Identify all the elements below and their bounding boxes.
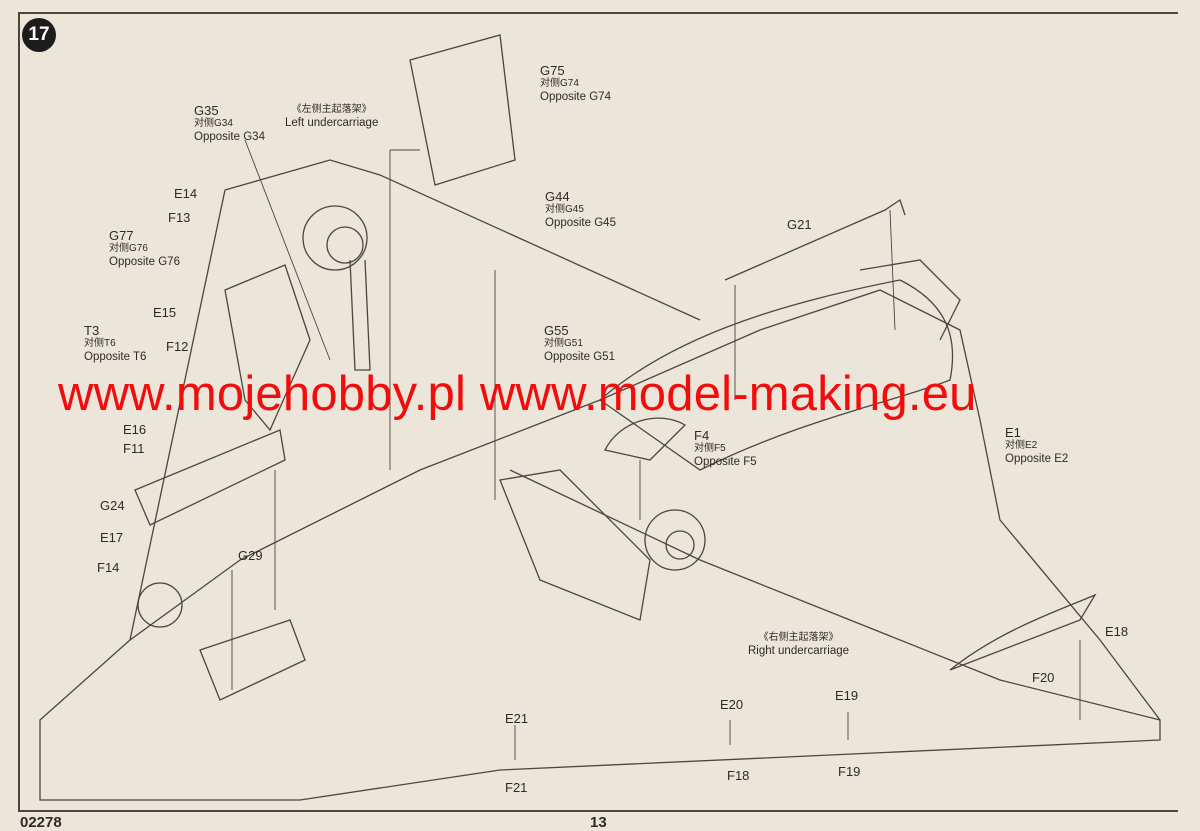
bay-right: [499, 469, 651, 621]
label-e20: E20: [720, 697, 744, 712]
door-g24: [134, 429, 286, 526]
label-e16: E16: [123, 422, 147, 437]
left-wheel: [302, 205, 368, 271]
part-number: G44: [545, 189, 570, 204]
part-opposite-cn: 对侧G45: [545, 204, 584, 215]
caption-cn: 《左侧主起落架》: [291, 104, 372, 115]
label-e14: E14: [174, 186, 198, 201]
part-opposite: Opposite G74: [540, 91, 611, 103]
door-g75: [409, 34, 516, 186]
page-frame: [18, 12, 1178, 812]
part-opposite: Opposite G76: [109, 256, 180, 268]
part-opposite: Opposite T6: [84, 351, 147, 363]
part-number: E1: [1005, 425, 1021, 440]
part-opposite-cn: 对侧E2: [1005, 440, 1038, 451]
caption-en: Left undercarriage: [285, 117, 379, 129]
label-f12: F12: [166, 339, 189, 354]
pod-f4: [604, 417, 687, 461]
leader-lines: [231, 139, 1081, 760]
label-e15: E15: [153, 305, 177, 320]
part-number: F4: [694, 428, 710, 443]
part-number: T3: [84, 323, 100, 338]
label-f14: F14: [97, 560, 120, 575]
label-f19: F19: [838, 764, 861, 779]
label-e21: E21: [505, 711, 529, 726]
part-opposite: Opposite E2: [1005, 453, 1069, 465]
engine-exhaust: [859, 259, 961, 341]
engine-nacelle: [598, 279, 954, 471]
page-number: 13: [590, 814, 607, 831]
part-number: G35: [194, 103, 219, 118]
caption-en: Right undercarriage: [748, 645, 850, 657]
label-f20: F20: [1032, 670, 1055, 685]
part-opposite: Opposite G45: [545, 217, 616, 229]
part-opposite-cn: 对侧T6: [84, 338, 116, 349]
label-g29: G29: [238, 548, 263, 563]
rod-g21: [724, 198, 906, 281]
part-number: G55: [544, 323, 569, 338]
label-f11: F11: [123, 441, 145, 456]
part-opposite-cn: 对侧G51: [544, 338, 583, 349]
label-f13: F13: [168, 210, 191, 225]
part-opposite: Opposite F5: [694, 456, 757, 468]
label-e19: E19: [835, 688, 859, 703]
fuselage-outline: [39, 289, 1161, 801]
left-strut: [349, 259, 371, 371]
part-opposite-cn: 对侧G34: [194, 118, 233, 129]
missile-rail: [949, 593, 1097, 671]
watermark: www.mojehobby.pl www.model-making.eu: [58, 367, 977, 421]
part-opposite: Opposite G34: [194, 131, 265, 143]
part-number: G75: [540, 63, 565, 78]
label-e18: E18: [1105, 624, 1129, 639]
part-opposite-cn: 对侧G76: [109, 243, 148, 254]
caption-cn: 《右侧主起落架》: [758, 632, 839, 643]
bay-nose: [199, 619, 306, 701]
part-opposite-cn: 对侧F5: [694, 443, 726, 454]
label-g21: G21: [787, 217, 812, 232]
label-right-undercarriage: 《右侧主起落架》 Right undercarriage: [748, 632, 849, 658]
label-e17: E17: [100, 530, 124, 545]
kit-number: 02278: [20, 814, 62, 831]
step-number-badge: 17: [22, 18, 56, 52]
door-g77: [224, 264, 311, 432]
right-wheel: [644, 509, 706, 571]
part-opposite: Opposite G51: [544, 351, 615, 363]
part-opposite-cn: 对侧G74: [540, 78, 579, 89]
label-left-undercarriage: 《左侧主起落架》 Left undercarriage: [285, 104, 378, 130]
part-number: G77: [109, 228, 134, 243]
label-g24: G24: [100, 498, 125, 513]
label-f18: F18: [727, 768, 750, 783]
label-f21: F21: [505, 780, 528, 795]
nose-wheel: [137, 582, 183, 628]
